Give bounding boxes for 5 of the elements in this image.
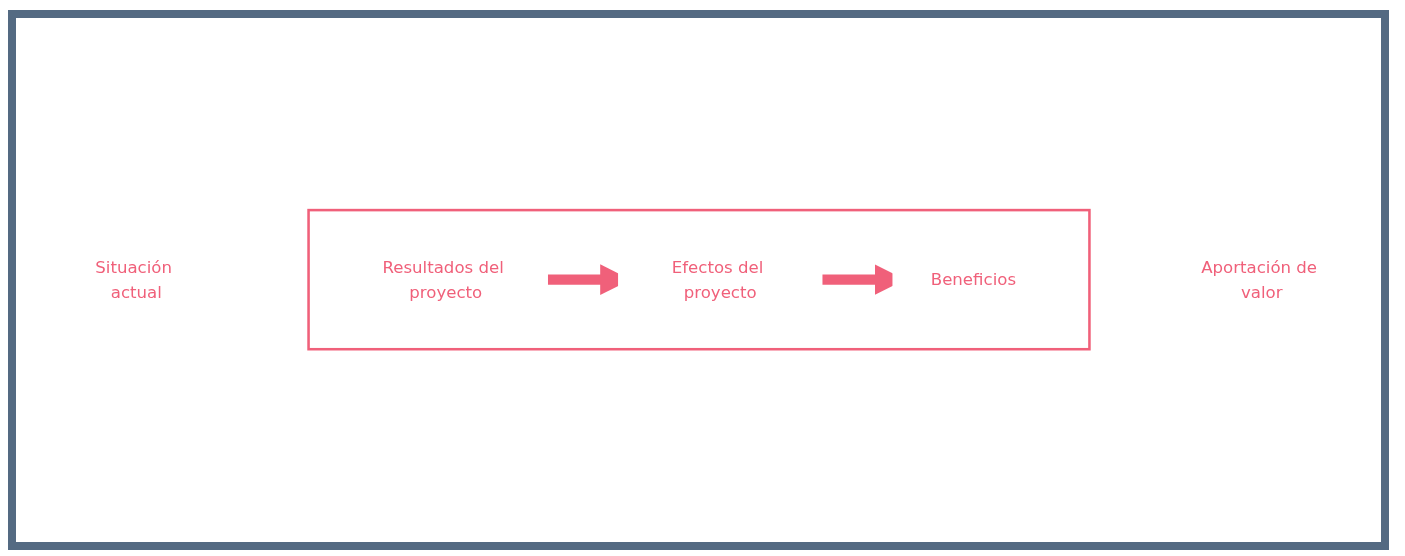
node-text: Aportación de valor (1200, 257, 1317, 302)
node-text: Situación actual (94, 257, 172, 302)
frame-border: Situación actual Resultados del proyecto Efectos del proyecto Beneficios Aportación de valor (8, 10, 1389, 550)
node-text: Resultados del proyecto (381, 257, 504, 302)
cluster (306, 209, 1091, 351)
